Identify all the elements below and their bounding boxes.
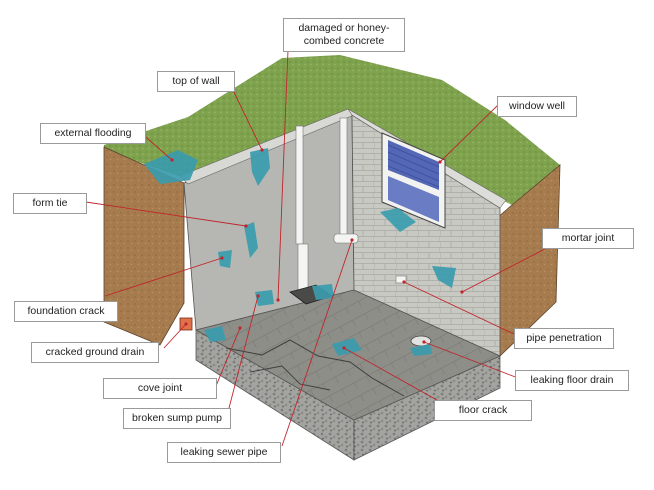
label-damaged-concrete-line2: combed concrete [303, 35, 385, 47]
floor-crack-line [225, 339, 405, 397]
water-leaks [144, 148, 456, 356]
label-mortar-joint: mortar joint [542, 228, 634, 249]
vertical-pipe-left [295, 125, 304, 245]
label-cracked-ground-drain: cracked ground drain [31, 342, 159, 363]
label-leaking-sewer-pipe: leaking sewer pipe [167, 442, 281, 463]
label-damaged-concrete: damaged or honey- combed concrete [283, 18, 405, 52]
label-broken-sump-pump: broken sump pump [123, 408, 231, 429]
label-top-of-wall: top of wall [157, 71, 235, 92]
leader-dots [170, 148, 464, 350]
label-foundation-crack: foundation crack [14, 301, 118, 322]
label-external-flooding: external flooding [40, 123, 146, 144]
window-glass [388, 140, 439, 190]
label-cove-joint: cove joint [103, 378, 217, 399]
label-form-tie: form tie [13, 193, 87, 214]
label-leaking-floor-drain: leaking floor drain [515, 370, 629, 391]
label-window-well: window well [497, 96, 577, 117]
label-pipe-penetration: pipe penetration [514, 328, 614, 349]
label-floor-crack: floor crack [434, 400, 532, 421]
leader-lines [85, 49, 567, 447]
vertical-pipe-right [339, 117, 348, 243]
label-damaged-concrete-line1: damaged or honey- [298, 22, 390, 34]
